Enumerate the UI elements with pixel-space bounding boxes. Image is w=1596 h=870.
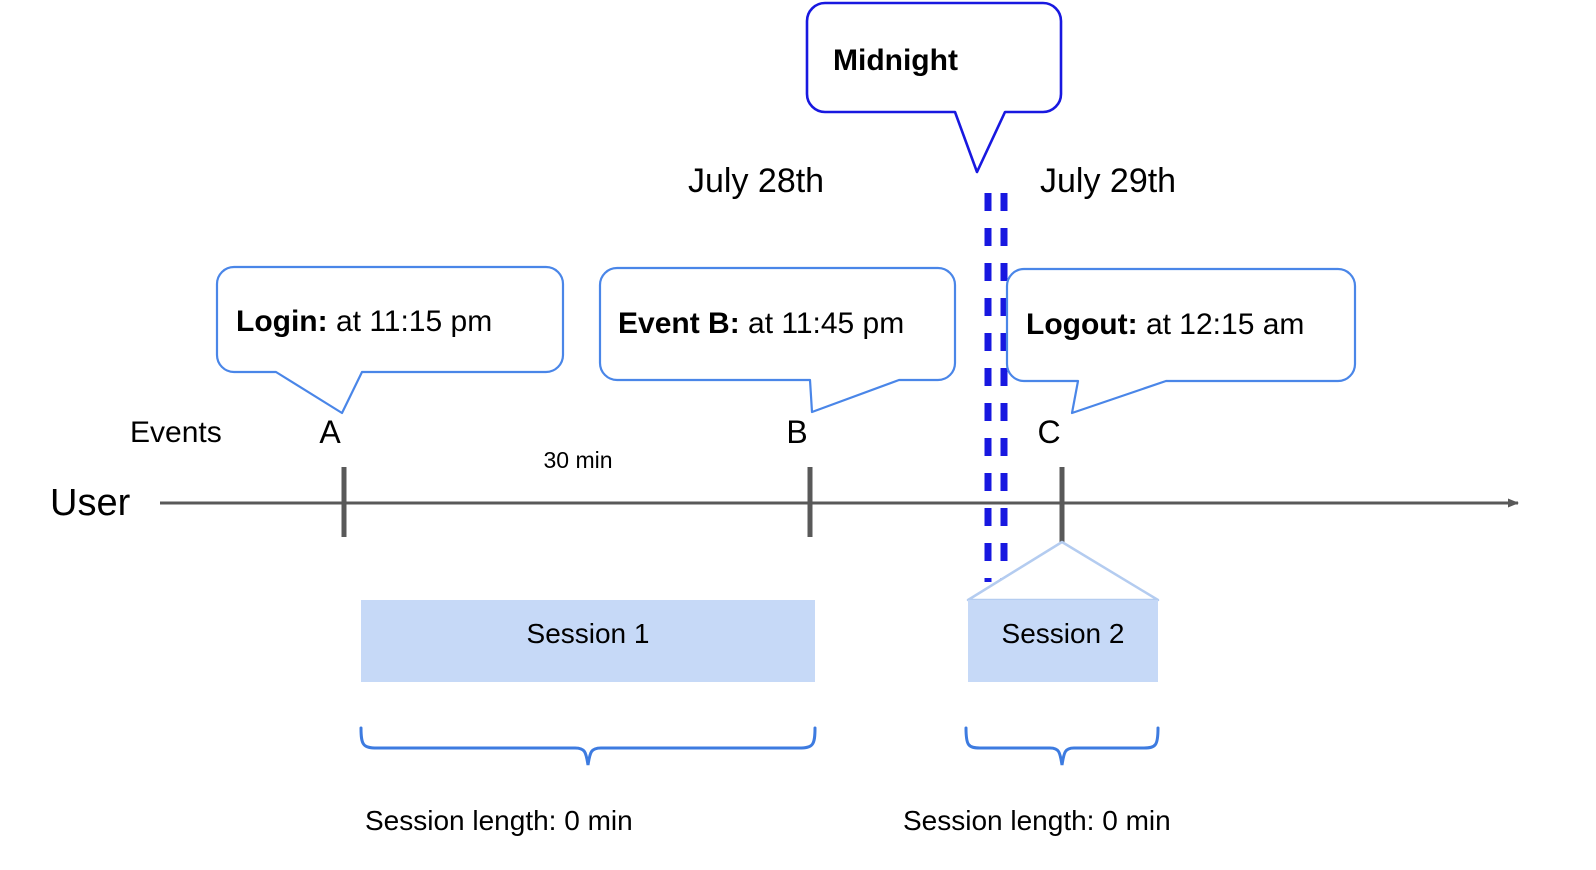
axis-label-user: User [50, 482, 131, 524]
session-2-pointer-triangle [966, 540, 1160, 602]
session-1-box [361, 600, 815, 682]
marker-label-c: C [1037, 414, 1060, 450]
midnight-boundary-lines [984, 193, 1008, 582]
session-1-label: Session 1 [527, 618, 650, 649]
marker-label-b: B [786, 414, 807, 450]
callout-logout: Logout: at 12:15 am [1005, 267, 1357, 415]
callout-logout-text: Logout: at 12:15 am [1026, 308, 1304, 341]
session-2-box [968, 600, 1158, 682]
callout-login-text: Login: at 11:15 pm [236, 305, 492, 338]
session-2-box-group: Session 2 [968, 600, 1158, 682]
events-row-label: Events [130, 416, 222, 449]
callout-event-b-text: Event B: at 11:45 pm [618, 307, 904, 340]
callout-login-bold: Login: [236, 305, 328, 338]
session-1-length-label: Session length: 0 min [365, 805, 633, 836]
callout-event-b-rest: at 11:45 pm [740, 307, 905, 340]
session-1-box-group: Session 1 [361, 600, 815, 682]
session-1-brace [359, 726, 817, 766]
callout-logout-rest: at 12:15 am [1138, 308, 1305, 341]
session-2-length-label: Session length: 0 min [903, 805, 1171, 836]
callout-event-b-bold: Event B: [618, 307, 740, 340]
callout-event-b-bubble [598, 266, 957, 414]
callout-logout-bubble [1005, 267, 1357, 415]
callout-event-b: Event B: at 11:45 pm [598, 266, 957, 414]
callout-login-rest: at 11:15 pm [328, 305, 493, 338]
session-2-brace [964, 726, 1160, 766]
callout-login: Login: at 11:15 pm [215, 265, 565, 415]
day-label-july-28: July 28th [688, 162, 824, 200]
midnight-callout: Midnight [805, 1, 1063, 174]
session-2-label: Session 2 [1002, 618, 1125, 649]
callout-login-bubble [215, 265, 565, 415]
marker-label-a: A [319, 414, 341, 450]
day-label-july-29: July 29th [1040, 162, 1176, 200]
duration-label-30-min: 30 min [543, 447, 612, 473]
midnight-callout-label: Midnight [833, 44, 958, 77]
callout-logout-bold: Logout: [1026, 308, 1138, 341]
midnight-callout-bubble [805, 1, 1063, 174]
